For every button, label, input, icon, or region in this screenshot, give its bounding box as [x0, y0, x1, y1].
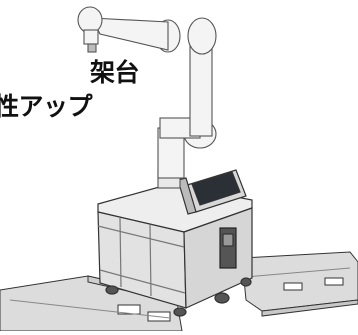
control-panel	[177, 169, 247, 215]
pallet-right	[241, 251, 358, 317]
caption-line-1: 架台	[90, 58, 140, 87]
caption-line-2: 性アップ	[0, 92, 93, 121]
cart-body	[97, 183, 253, 317]
robot-arm	[77, 6, 217, 189]
